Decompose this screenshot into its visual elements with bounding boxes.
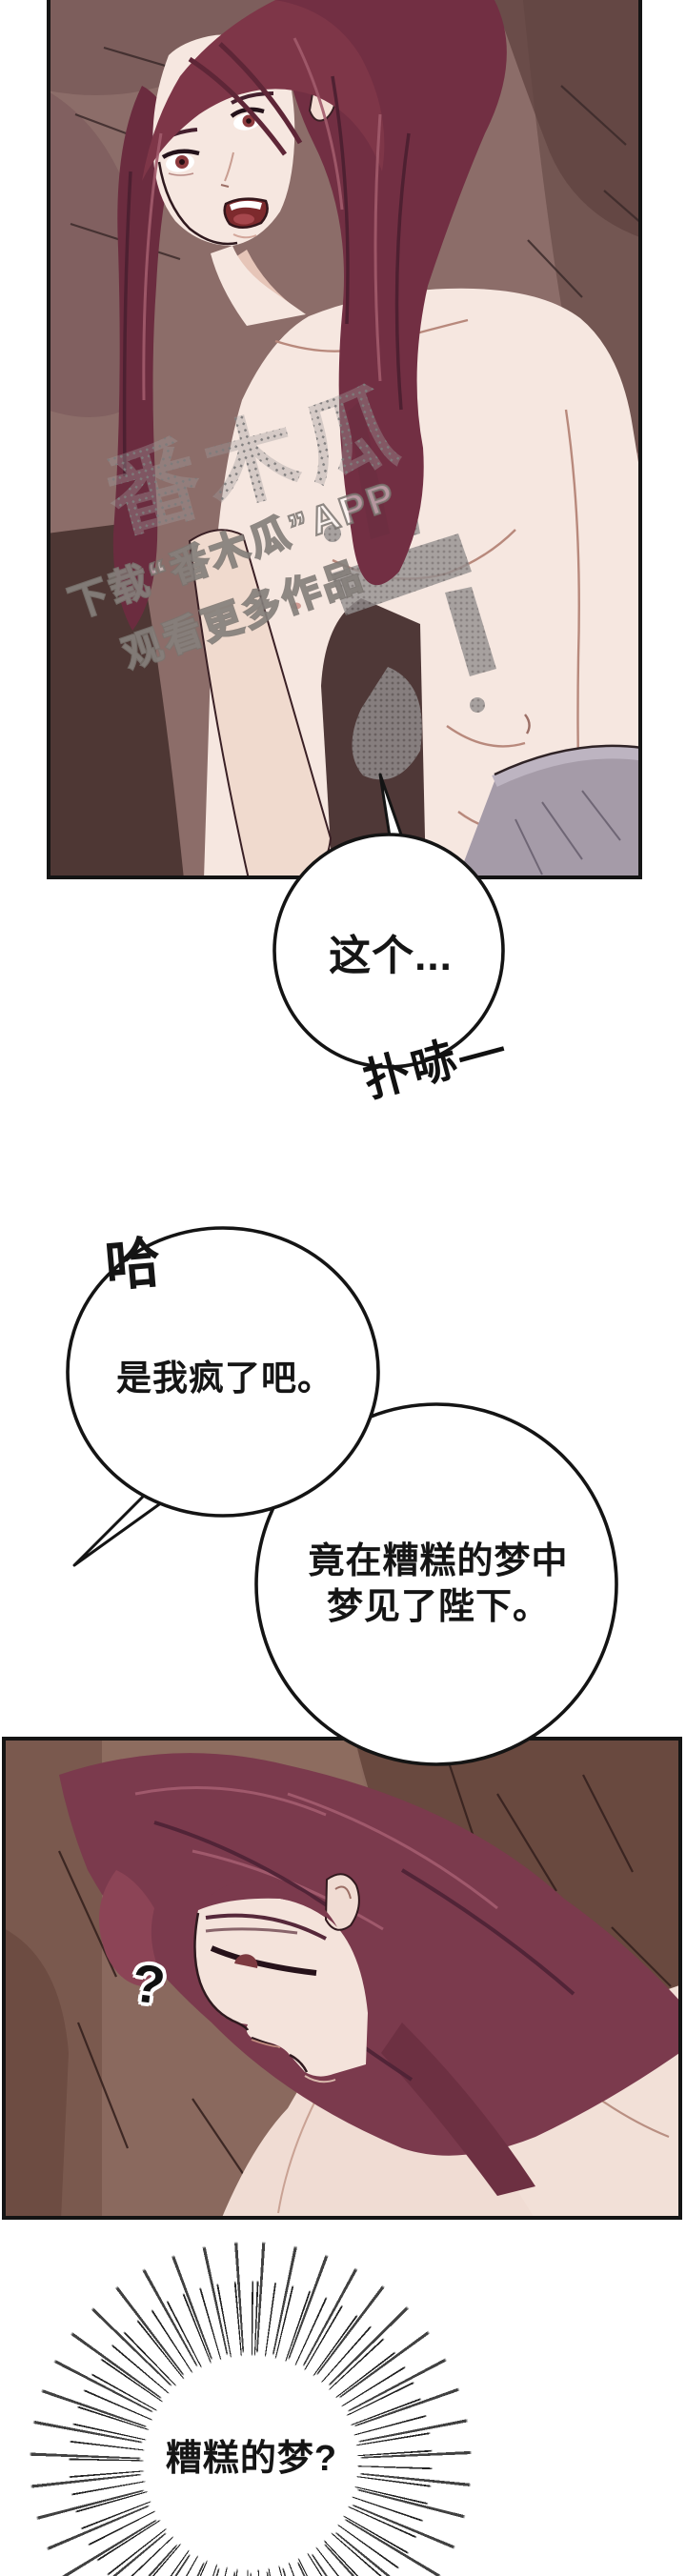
burst-text: 糟糕的梦? [165, 2439, 338, 2479]
speech-bubble-crazy [66, 1226, 380, 1518]
speech-text-dream: 竟在糟糕的梦中 梦见了陛下。 [293, 1540, 583, 1630]
burst-bubble [0, 2212, 501, 2576]
speech-bubble-this [262, 757, 519, 1081]
panel-1 [47, 0, 642, 879]
panel1-artwork [47, 0, 642, 879]
speech-text-dream-line2: 梦见了陛下。 [326, 1586, 550, 1627]
speech-text-crazy: 是我疯了吧。 [116, 1358, 333, 1398]
speech-text-ha: 哈 [102, 1231, 165, 1298]
panel2-artwork [2, 1737, 682, 2220]
speech-text-dream-line1: 竟在糟糕的梦中 [308, 1541, 569, 1581]
panel-2 [2, 1737, 682, 2220]
speech-text-this: 这个... [329, 933, 453, 979]
burst-rays-inner [0, 2212, 501, 2576]
question-mark: ? [129, 1952, 169, 2016]
bubble-tail-2 [72, 1487, 164, 1567]
speech-bubble-dream [254, 1402, 618, 1766]
speech-bubble-dream-group [38, 1205, 629, 1786]
